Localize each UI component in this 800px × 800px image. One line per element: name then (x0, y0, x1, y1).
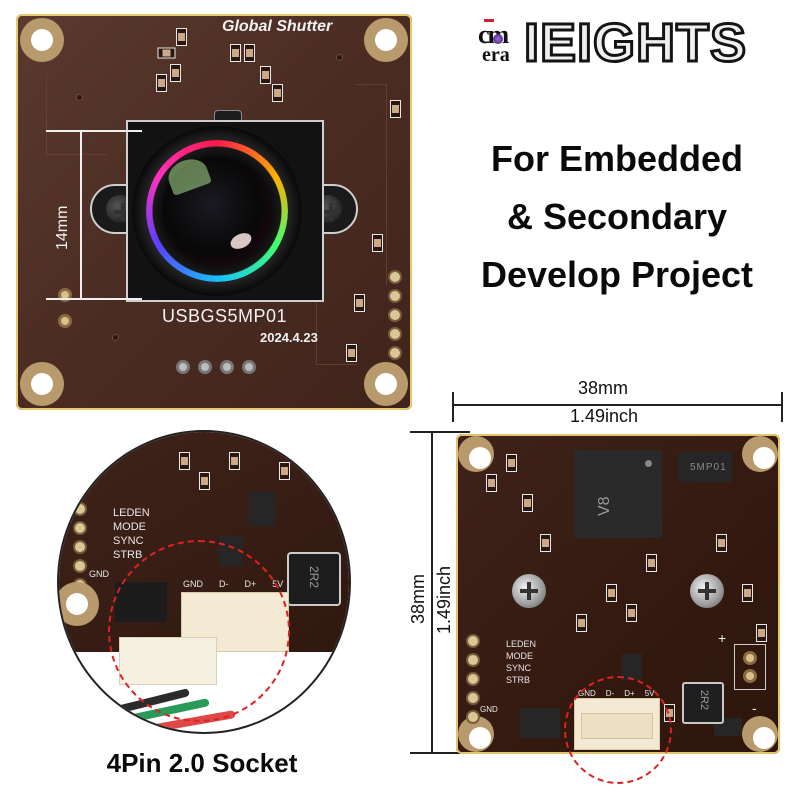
mount-hole-top-right (742, 436, 778, 472)
inductor: 2R2 (682, 682, 724, 724)
width-dimension-line (452, 404, 782, 406)
screw-right (690, 574, 724, 608)
via (336, 54, 343, 61)
mount-hole-top-left (20, 18, 64, 62)
io-header-pins (466, 634, 480, 729)
side-header-pins (388, 270, 402, 365)
power-terminal (734, 644, 766, 690)
smd-component (606, 584, 617, 602)
smd-component (626, 604, 637, 622)
smd-component (272, 84, 283, 102)
smd-component (199, 472, 210, 490)
polarity-plus-label: + (718, 630, 727, 646)
usb-pad (198, 360, 212, 374)
height-mm-label: 38mm (408, 573, 428, 624)
smd-component (354, 294, 365, 312)
zoom-highlight-circle (108, 540, 290, 722)
main-processor-chip: V8 (570, 446, 666, 542)
width-mm-label: 38mm (578, 378, 629, 398)
mount-hole-top-left (458, 436, 494, 472)
lens-rainbow-ring (146, 140, 288, 282)
smd-component (230, 44, 241, 62)
via (112, 334, 119, 341)
smd-component (540, 534, 551, 552)
flash-chip: 5MP01 (678, 452, 732, 482)
camera-lens (132, 126, 302, 296)
smd-component (486, 474, 497, 492)
height-tick-bottom (410, 752, 470, 754)
zoomed-gnd-label: GND (89, 569, 109, 579)
headline-line-3: Develop Project (480, 254, 754, 295)
smd-component (646, 554, 657, 572)
mount-hole-bottom-left (20, 362, 64, 406)
zoomed-inductor: 2R2 (287, 552, 341, 606)
smd-component (179, 452, 190, 470)
mount-hole-bottom-right (364, 362, 408, 406)
model-label: USBGS5MP01 (162, 306, 288, 326)
smd-component (390, 100, 401, 118)
height-inch-label: 1.49inch (434, 565, 454, 634)
brand-wordmark: IEIGHTS (522, 13, 748, 73)
smd-component (156, 74, 167, 92)
polarity-minus-label: - (752, 700, 757, 716)
smd-component (229, 452, 240, 470)
usb-pad (242, 360, 256, 374)
smd-component (576, 614, 587, 632)
usb-pad (176, 360, 190, 374)
smd-component (260, 66, 271, 84)
zoomed-regulator (249, 492, 275, 526)
front-pcb-board: Global Shutter 14mm USBGS5MP01 2024.4.23 (16, 14, 412, 410)
smd-component (170, 64, 181, 82)
test-pad (58, 288, 72, 302)
smd-component (176, 28, 187, 46)
smd-component (506, 454, 517, 472)
smd-component (346, 344, 357, 362)
headline: For Embedded & Secondary Develop Project (444, 130, 790, 304)
brand-mark: cm era (478, 19, 510, 66)
headline-line-2: & Secondary (506, 196, 728, 237)
smd-component (716, 534, 727, 552)
main-ic-marking: V8 (596, 496, 613, 516)
smd-component (522, 494, 533, 512)
pcb-trace (46, 74, 107, 155)
pcb-trace (316, 244, 357, 365)
date-label: 2024.4.23 (260, 330, 318, 345)
transistor (622, 654, 642, 680)
gnd-label: GND (480, 705, 498, 714)
test-pad (58, 314, 72, 328)
mount-hole-bottom-right (742, 716, 778, 752)
dimension-line-vertical (80, 130, 82, 299)
width-tick-right (781, 392, 783, 422)
socket-caption: 4Pin 2.0 Socket (106, 748, 298, 778)
io-header-labels: LEDEN MODE SYNC STRB (506, 639, 537, 685)
smd-component (756, 624, 767, 642)
lens-dimension-label: 14mm (54, 205, 71, 250)
connector-highlight-circle (564, 676, 672, 784)
smd-component (244, 44, 255, 62)
smd-component (742, 584, 753, 602)
smd-component (279, 462, 290, 480)
height-tick-top (410, 431, 470, 433)
width-tick-left (452, 392, 454, 422)
camera-lens-icon (493, 34, 503, 44)
smd-component (372, 234, 383, 252)
io-driver-chip (520, 708, 560, 738)
pcb-trace (356, 84, 387, 285)
brand-logo: cm era IEIGHTS (478, 13, 748, 73)
zoomed-header-labels: LEDEN MODE SYNC STRB (113, 507, 150, 561)
via (76, 94, 83, 101)
height-dimension-line (431, 431, 433, 753)
screw-left (512, 574, 546, 608)
dimension-line-top (46, 130, 142, 132)
width-inch-label: 1.49inch (570, 406, 639, 426)
dimension-line-bottom (46, 298, 142, 300)
zoomed-mount-hole (59, 582, 99, 626)
smd-component (157, 47, 176, 59)
usb-pad (220, 360, 234, 374)
brand-accent-bar (484, 19, 494, 22)
mount-hole-top-right (364, 18, 408, 62)
headline-line-1: For Embedded (490, 138, 744, 179)
global-shutter-label: Global Shutter (222, 18, 333, 35)
